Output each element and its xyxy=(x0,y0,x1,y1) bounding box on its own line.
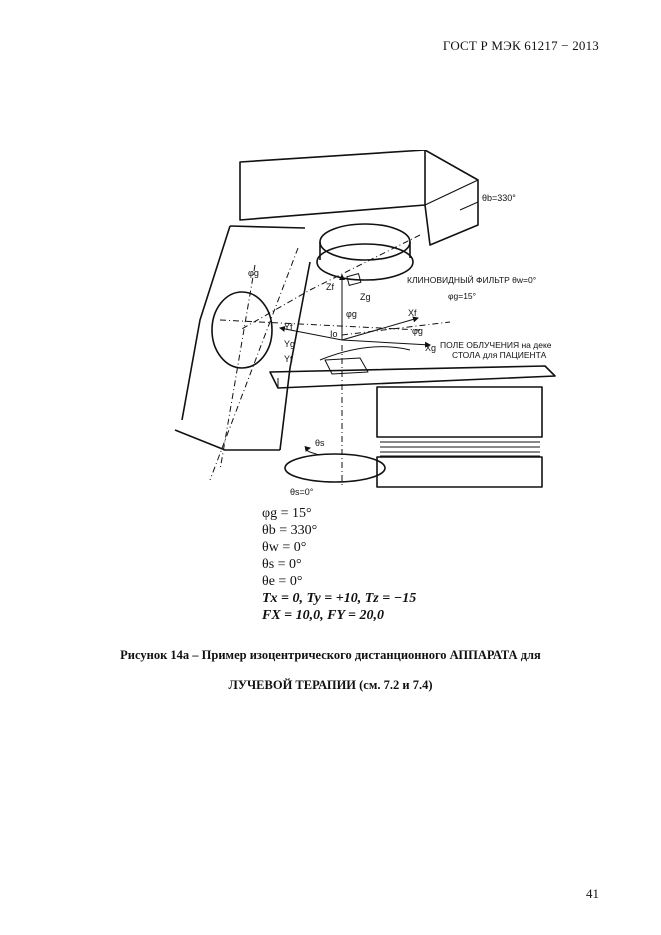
label-xf: Xf xyxy=(408,308,417,318)
table-pedestal-upper xyxy=(376,386,543,438)
gantry-head xyxy=(239,150,479,246)
label-theta-b: θb=330° xyxy=(482,193,516,203)
label-yt: Yt xyxy=(284,354,293,364)
label-yg: Yg xyxy=(284,339,295,349)
param-theta-e: θe = 0° xyxy=(262,574,303,589)
collimator-bottom xyxy=(316,243,414,281)
table-pedestal-lower xyxy=(376,456,543,488)
param-translations: Tx = 0, Ty = +10, Tz = −15 xyxy=(262,591,417,606)
table-top xyxy=(269,365,556,389)
label-zg: Zg xyxy=(360,292,371,302)
label-wedge-phi: φg=15° xyxy=(448,291,476,301)
param-theta-s: θs = 0° xyxy=(262,557,302,572)
label-yf: Yf xyxy=(284,322,293,332)
label-field-line1: ПОЛЕ ОБЛУЧЕНИЯ на деке xyxy=(440,340,552,350)
param-theta-w: θw = 0° xyxy=(262,540,307,555)
parameter-list: φg = 15° θb = 330° θw = 0° θs = 0° θe = … xyxy=(262,505,416,624)
figure-caption-line2: ЛУЧЕВОЙ ТЕРАПИИ (см. 7.2 и 7.4) xyxy=(228,678,433,692)
label-zf: Zf xyxy=(326,282,334,292)
page-number: 41 xyxy=(586,886,599,901)
label-xg: Xg xyxy=(425,343,436,353)
label-field-line2: СТОЛА для ПАЦИЕНТА xyxy=(452,350,547,360)
label-phi-g-center: φg xyxy=(346,309,357,319)
label-phi-g-right: φg xyxy=(412,326,423,336)
equipment-diagram: θb=330° φg КЛИНОВИДНЫЙ ФИЛЬТР θw=0° φg=1… xyxy=(174,150,556,497)
radiotherapy-equipment-figure: θb=330° φg КЛИНОВИДНЫЙ ФИЛЬТР θw=0° φg=1… xyxy=(160,150,580,500)
gantry-arm-right xyxy=(279,261,311,451)
gantry-rotation-circle xyxy=(211,291,273,369)
document-header: ГОСТ Р МЭК 61217 − 2013 xyxy=(442,38,599,53)
collimator-top xyxy=(319,223,411,261)
label-theta-s: θs xyxy=(315,438,325,448)
gantry-arm-left xyxy=(181,225,231,421)
param-field: FX = 10,0, FY = 20,0 xyxy=(262,608,385,623)
horizontal-axis xyxy=(219,319,421,331)
label-phi-g-left: φg xyxy=(248,268,259,278)
figure-caption-line1: Рисунок 14а – Пример изоцентрического ди… xyxy=(120,648,541,662)
param-theta-b: θb = 330° xyxy=(262,523,318,538)
param-phi-g: φg = 15° xyxy=(262,506,312,521)
floor-rotation-ellipse xyxy=(284,453,386,483)
label-io: Io xyxy=(330,329,338,339)
label-wedge-filter: КЛИНОВИДНЫЙ ФИЛЬТР θw=0° xyxy=(407,274,536,285)
label-theta-s0: θs=0° xyxy=(290,487,314,497)
